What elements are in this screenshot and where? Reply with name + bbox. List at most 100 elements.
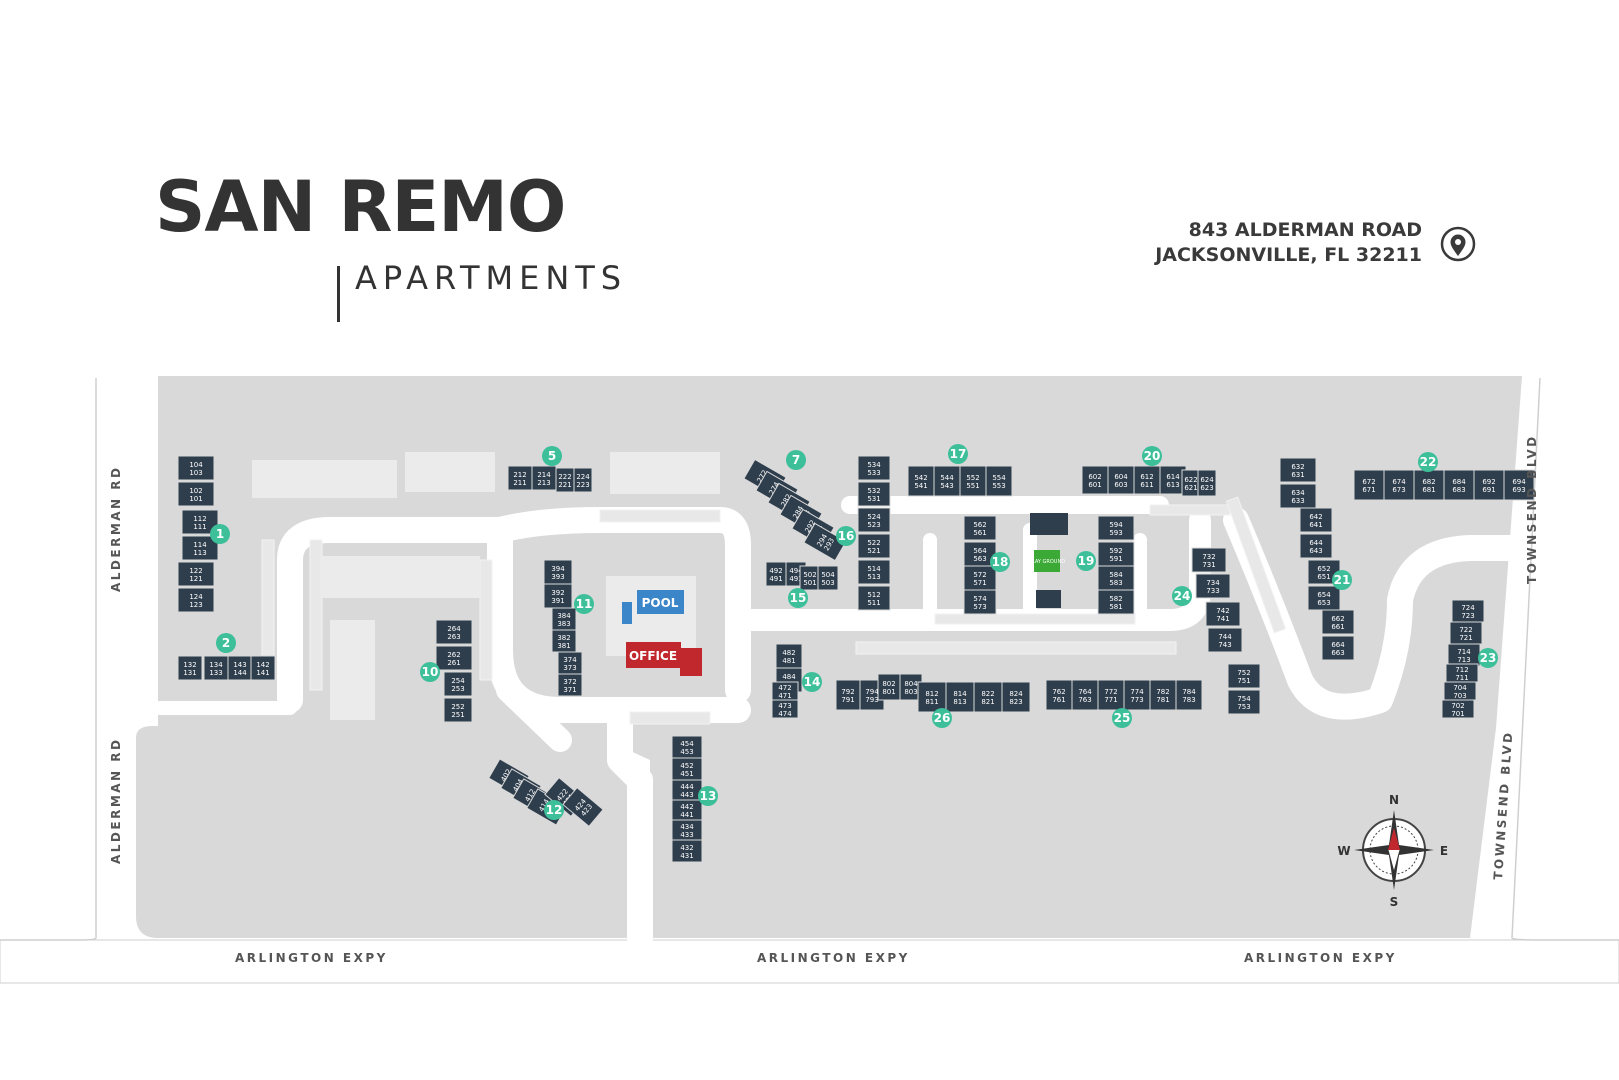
building-marker-2[interactable]: 2 bbox=[216, 633, 236, 653]
building-marker-24[interactable]: 24 bbox=[1172, 586, 1192, 606]
building-marker-25[interactable]: 25 bbox=[1112, 708, 1132, 728]
building-marker-10[interactable]: 10 bbox=[420, 662, 440, 682]
playground[interactable] bbox=[1034, 550, 1060, 572]
building-marker-12[interactable]: 12 bbox=[544, 800, 564, 820]
building-marker-11[interactable]: 11 bbox=[574, 594, 594, 614]
building-marker-20[interactable]: 20 bbox=[1142, 446, 1162, 466]
building-marker-14[interactable]: 14 bbox=[802, 672, 822, 692]
building-marker-17[interactable]: 17 bbox=[948, 444, 968, 464]
office[interactable] bbox=[626, 642, 681, 668]
building-marker-13[interactable]: 13 bbox=[698, 786, 718, 806]
building-marker-26[interactable]: 26 bbox=[932, 708, 952, 728]
building-marker-18[interactable]: 18 bbox=[990, 552, 1010, 572]
building-marker-21[interactable]: 21 bbox=[1332, 570, 1352, 590]
building-marker-1[interactable]: 1 bbox=[210, 524, 230, 544]
building-marker-16[interactable]: 16 bbox=[836, 526, 856, 546]
building-marker-19[interactable]: 19 bbox=[1076, 551, 1096, 571]
building-marker-5[interactable]: 5 bbox=[542, 446, 562, 466]
building-marker-15[interactable]: 15 bbox=[788, 588, 808, 608]
